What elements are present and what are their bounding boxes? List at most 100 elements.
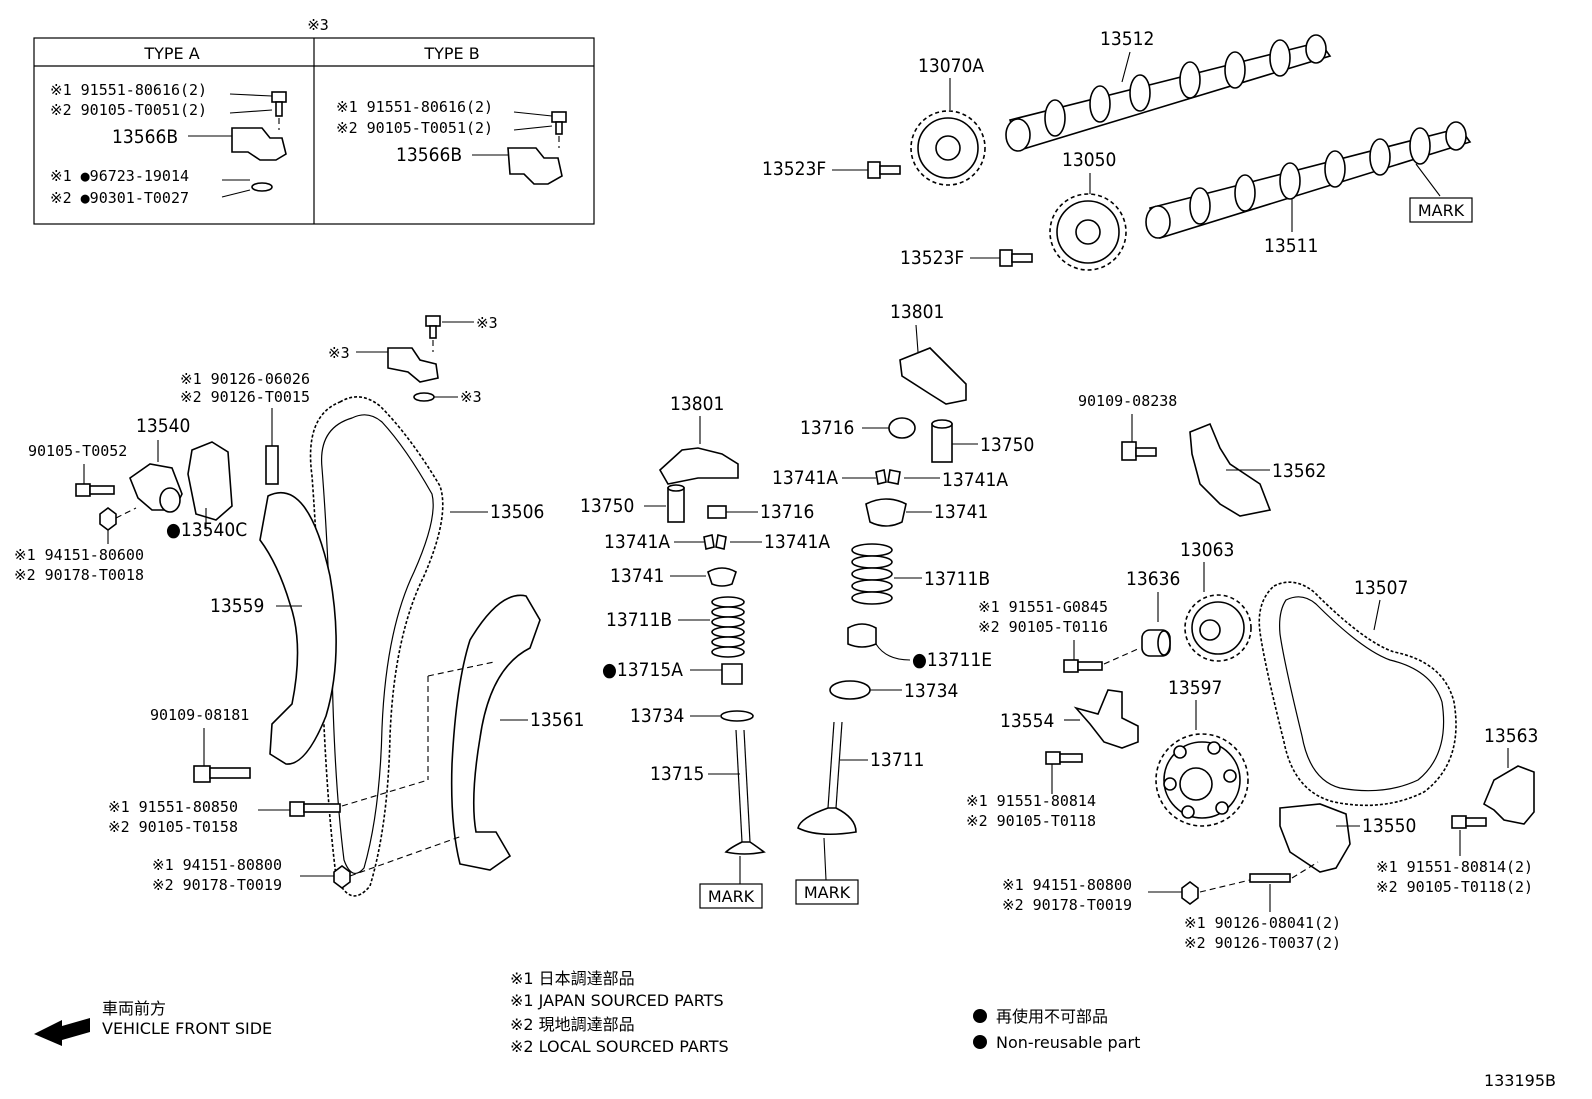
sprocket-13597-icon <box>1155 733 1249 827</box>
lash-adjuster-13750-a-icon <box>667 484 685 523</box>
part-13512: 13512 <box>1100 28 1154 50</box>
valve-mark-2: MARK <box>804 883 851 902</box>
part-13506: 13506 <box>490 501 544 523</box>
keeper-13741A-icon <box>875 469 901 485</box>
bolt-13563-1: ※1 91551-80814(2) <box>1376 858 1533 876</box>
type-table-mark: ※3 <box>307 16 329 34</box>
chain-13507-icon <box>1258 581 1457 807</box>
part-13511: 13511 <box>1264 235 1318 257</box>
part-13550: 13550 <box>1362 815 1416 837</box>
retainer-13741-b-icon <box>865 498 907 527</box>
part-13554: 13554 <box>1000 710 1054 732</box>
tensioner-arm-13554-icon <box>1073 689 1139 749</box>
type-b-title: TYPE B <box>423 44 479 63</box>
type-a-line: ※2 90105-T0051(2) <box>50 101 207 119</box>
type-a-line: ※1 ●96723-19014 <box>50 167 189 185</box>
type-a-bracket-illustration <box>188 91 287 198</box>
bolt-91551-G0845-icon <box>1063 659 1103 673</box>
part-13750-b: 13750 <box>980 434 1034 456</box>
type-a-part: 13566B <box>112 126 178 148</box>
rocker-arm-13801-a-icon <box>899 347 967 405</box>
part-13540C: ●13540C <box>166 519 247 541</box>
nut-13550-1: ※1 94151-80800 <box>1002 876 1132 894</box>
vvt-gear-13050-icon <box>1049 193 1127 271</box>
legend-front-en: VEHICLE FRONT SIDE <box>102 1019 272 1038</box>
bolt-90109-08181-icon <box>193 765 251 783</box>
stud-top-1: ※1 90126-06026 <box>180 370 310 388</box>
part-13741A-3: 13741A <box>772 467 838 489</box>
bolt-13554-icon <box>1045 751 1083 765</box>
balancer-chain-group: 90109-08238 13562 13063 13636 ※1 91551-G… <box>966 392 1538 952</box>
valve-13711-icon <box>797 721 857 836</box>
mark3-b: ※3 <box>328 344 350 362</box>
washer-13734-a-icon <box>720 710 754 722</box>
part-90109-08181: 90109-08181 <box>150 706 249 724</box>
part-13711E: ●13711E <box>912 649 992 671</box>
part-13741-a: 13741 <box>610 565 664 587</box>
part-13563: 13563 <box>1484 725 1538 747</box>
stud-90126-icon <box>265 445 279 485</box>
nut-13550-2: ※2 90178-T0019 <box>1002 896 1132 914</box>
legend-note1-jp: ※1 日本調達部品 <box>510 969 635 988</box>
part-13540: 13540 <box>136 415 190 437</box>
legend-front-jp: 車両前方 <box>102 999 166 1018</box>
part-13741A-4: 13741A <box>942 469 1008 491</box>
bolt-13563-icon <box>1451 815 1487 829</box>
part-13050: 13050 <box>1062 149 1116 171</box>
bolt-90109-08238-icon <box>1121 441 1157 461</box>
part-13711B-b: 13711B <box>924 568 990 590</box>
part-13636: 13636 <box>1126 568 1180 590</box>
type-b-bracket-illustration <box>472 111 567 185</box>
spring-13711B-a-icon <box>711 596 745 658</box>
part-13741-b: 13741 <box>934 501 988 523</box>
gasket-13540C-icon <box>187 441 233 521</box>
nut-13540-2: ※2 90178-T0018 <box>14 566 144 584</box>
tensioner-13540-icon <box>129 463 183 513</box>
legend-nonreuse-jp: 再使用不可部品 <box>996 1007 1108 1026</box>
keeper-13741A-a-icon <box>703 534 727 550</box>
type-b-line: ※1 91551-80616(2) <box>336 98 493 116</box>
type-a-title: TYPE A <box>143 44 199 63</box>
cam-mark-label: MARK <box>1418 201 1465 220</box>
legend-nonreuse-en: Non-reusable part <box>996 1033 1140 1052</box>
type-a-line: ※2 ●90301-T0027 <box>50 189 189 207</box>
camshaft-13511-icon <box>1145 121 1472 239</box>
mark3-c: ※3 <box>460 388 482 406</box>
lash-adjuster-13750-b-icon <box>931 419 953 463</box>
bolt-13554-1: ※1 91551-80814 <box>966 792 1096 810</box>
nut-13540-1: ※1 94151-80600 <box>14 546 144 564</box>
type-a-line: ※1 91551-80616(2) <box>50 81 207 99</box>
part-13801-b: 13801 <box>670 393 724 415</box>
tensioner-13550-icon <box>1279 803 1351 873</box>
stud-13550-icon <box>1249 873 1291 883</box>
timing-chain-group: ※3 ※3 ※3 ※1 90126-06026 ※2 90126-T0015 1… <box>14 314 584 897</box>
valve-13715-icon <box>724 729 766 855</box>
chain-guide-13561-icon <box>450 594 541 871</box>
part-13559: 13559 <box>210 595 264 617</box>
guide-13563-icon <box>1482 765 1535 825</box>
part-13741A-2: 13741A <box>764 531 830 553</box>
nonreuse-dot-icon <box>973 1009 987 1023</box>
front-arrow-icon <box>34 1018 90 1046</box>
mark3-a: ※3 <box>476 314 498 332</box>
rocker-arm-13801-b-icon <box>658 447 739 485</box>
pad-13716-b-icon <box>888 417 916 439</box>
nut-13550-icon <box>1181 881 1199 905</box>
legend-note2-jp: ※2 現地調達部品 <box>510 1015 635 1034</box>
bolt-13636-1: ※1 91551-G0845 <box>978 598 1108 616</box>
stud-top-2: ※2 90126-T0015 <box>180 388 310 406</box>
part-13715: 13715 <box>650 763 704 785</box>
part-13070A: 13070A <box>918 55 984 77</box>
nonreuse-dot-icon <box>973 1035 987 1049</box>
part-13716-a: 13716 <box>760 501 814 523</box>
retainer-13741-a-icon <box>707 567 737 587</box>
legend: 車両前方 VEHICLE FRONT SIDE ※1 日本調達部品 ※1 JAP… <box>34 969 1556 1090</box>
gear-13063-icon <box>1184 594 1252 662</box>
bolt-13523F-b-icon <box>999 249 1033 267</box>
part-13734-b: 13734 <box>904 680 958 702</box>
type-b-part: 13566B <box>396 144 462 166</box>
part-13734-a: 13734 <box>630 705 684 727</box>
nut-left-2: ※2 90178-T0019 <box>152 876 282 894</box>
stud-13550-2: ※2 90126-T0037(2) <box>1184 934 1341 952</box>
